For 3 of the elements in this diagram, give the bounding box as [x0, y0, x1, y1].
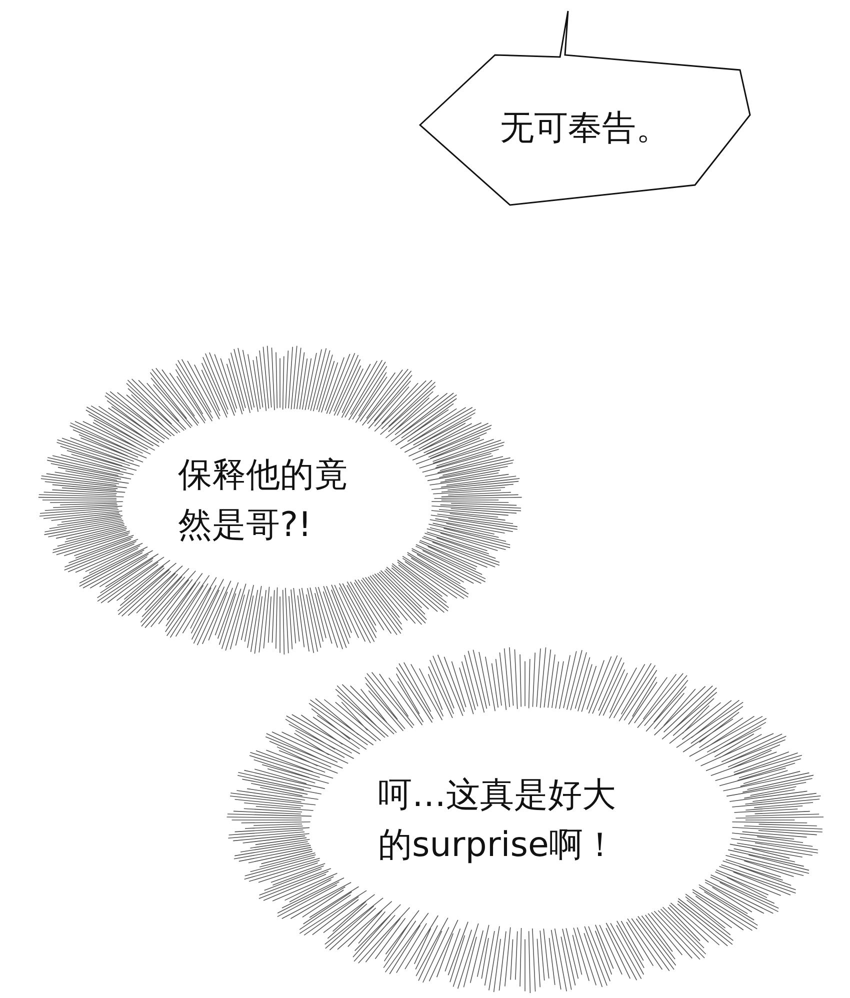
speech-text: 呵…这真是好大的surprise啊！: [378, 774, 618, 867]
speech-text: 无可奉告。: [500, 107, 670, 150]
speech-text: 保释他的竟然是哥?!: [178, 454, 349, 547]
